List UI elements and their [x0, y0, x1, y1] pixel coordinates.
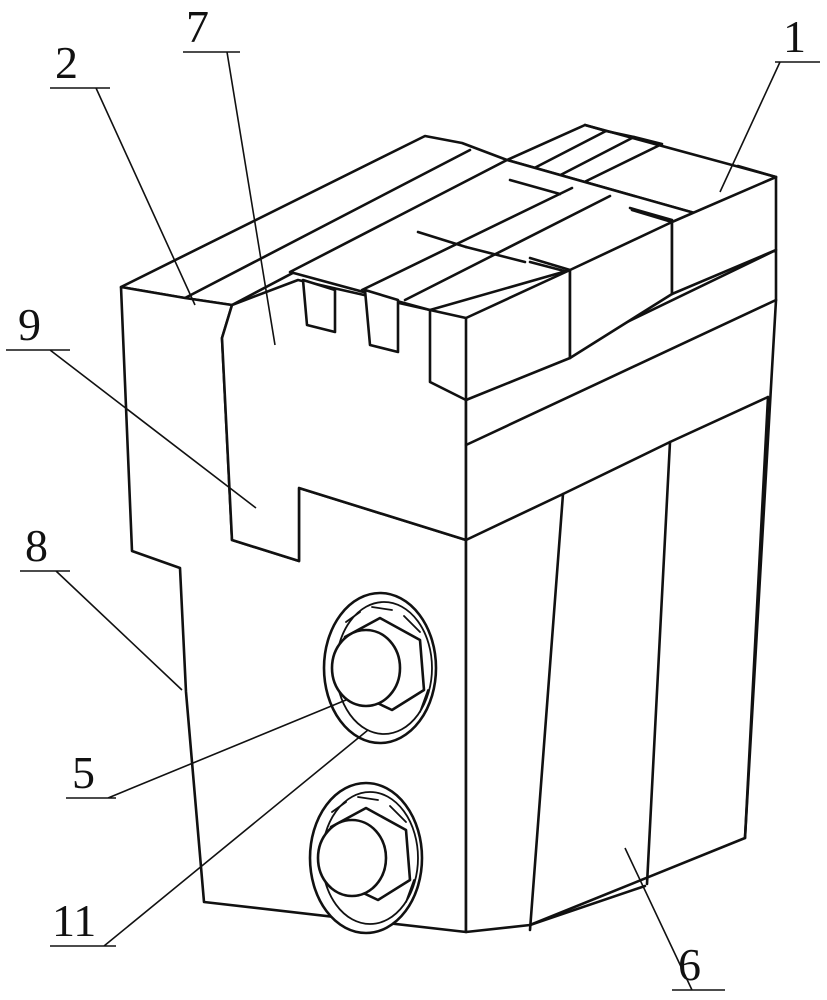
- label-6: 6: [678, 939, 701, 990]
- callout-5: 5: [66, 699, 347, 799]
- callout-9: 9: [6, 299, 257, 509]
- label-7: 7: [186, 1, 209, 52]
- wear-inserts: [288, 123, 778, 402]
- label-9: 9: [18, 299, 41, 350]
- callout-2: 2: [50, 37, 196, 306]
- label-2: 2: [55, 37, 78, 88]
- callout-1: 1: [719, 11, 820, 193]
- callout-8: 8: [20, 520, 183, 691]
- callout-7: 7: [183, 1, 276, 346]
- block-body: [119, 134, 778, 934]
- callout-11: 11: [50, 729, 369, 947]
- label-1: 1: [783, 11, 806, 62]
- callout-6: 6: [624, 847, 725, 991]
- bolt-upper: [322, 591, 438, 745]
- label-5: 5: [72, 747, 95, 798]
- label-11: 11: [52, 895, 96, 946]
- bolt-lower: [308, 781, 424, 935]
- label-8: 8: [25, 520, 48, 571]
